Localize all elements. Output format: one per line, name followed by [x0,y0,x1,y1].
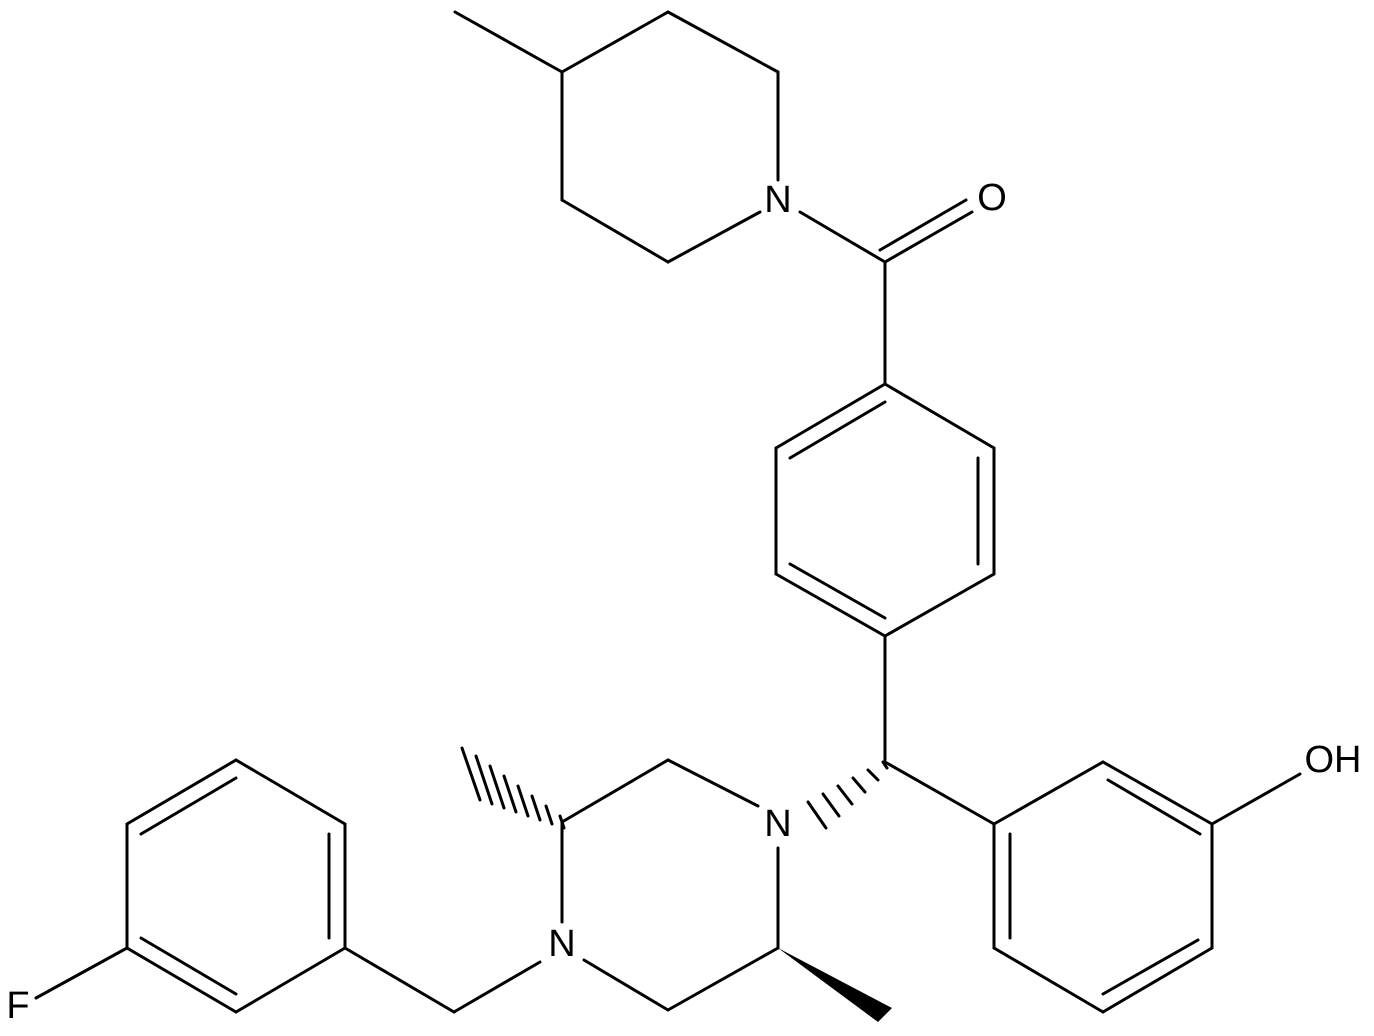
hydroxyl-label: OH [1305,739,1362,781]
carbonyl-oxygen-label: O [977,177,1007,219]
piperazine-nitrogen-1-label: N [764,803,791,845]
piperidine-nitrogen-label: N [764,179,791,221]
methylpiperidine-ring [453,10,780,264]
fluorobenzyl-group [34,758,542,1014]
hashed-methyl-wedge [460,746,566,830]
solid-methyl-wedge [778,948,892,1022]
fluorine-label: F [6,985,29,1027]
benzene-ring-para [774,382,996,762]
atom-labels: O N N N OH F [6,177,1361,1027]
hydroxyphenyl-ring [883,760,1302,1014]
piperazine-nitrogen-4-label: N [548,923,575,965]
amide-carbonyl [798,198,974,386]
dimethylpiperazine-ring [560,758,780,1012]
hashed-wedge-stereocentre [806,760,889,830]
